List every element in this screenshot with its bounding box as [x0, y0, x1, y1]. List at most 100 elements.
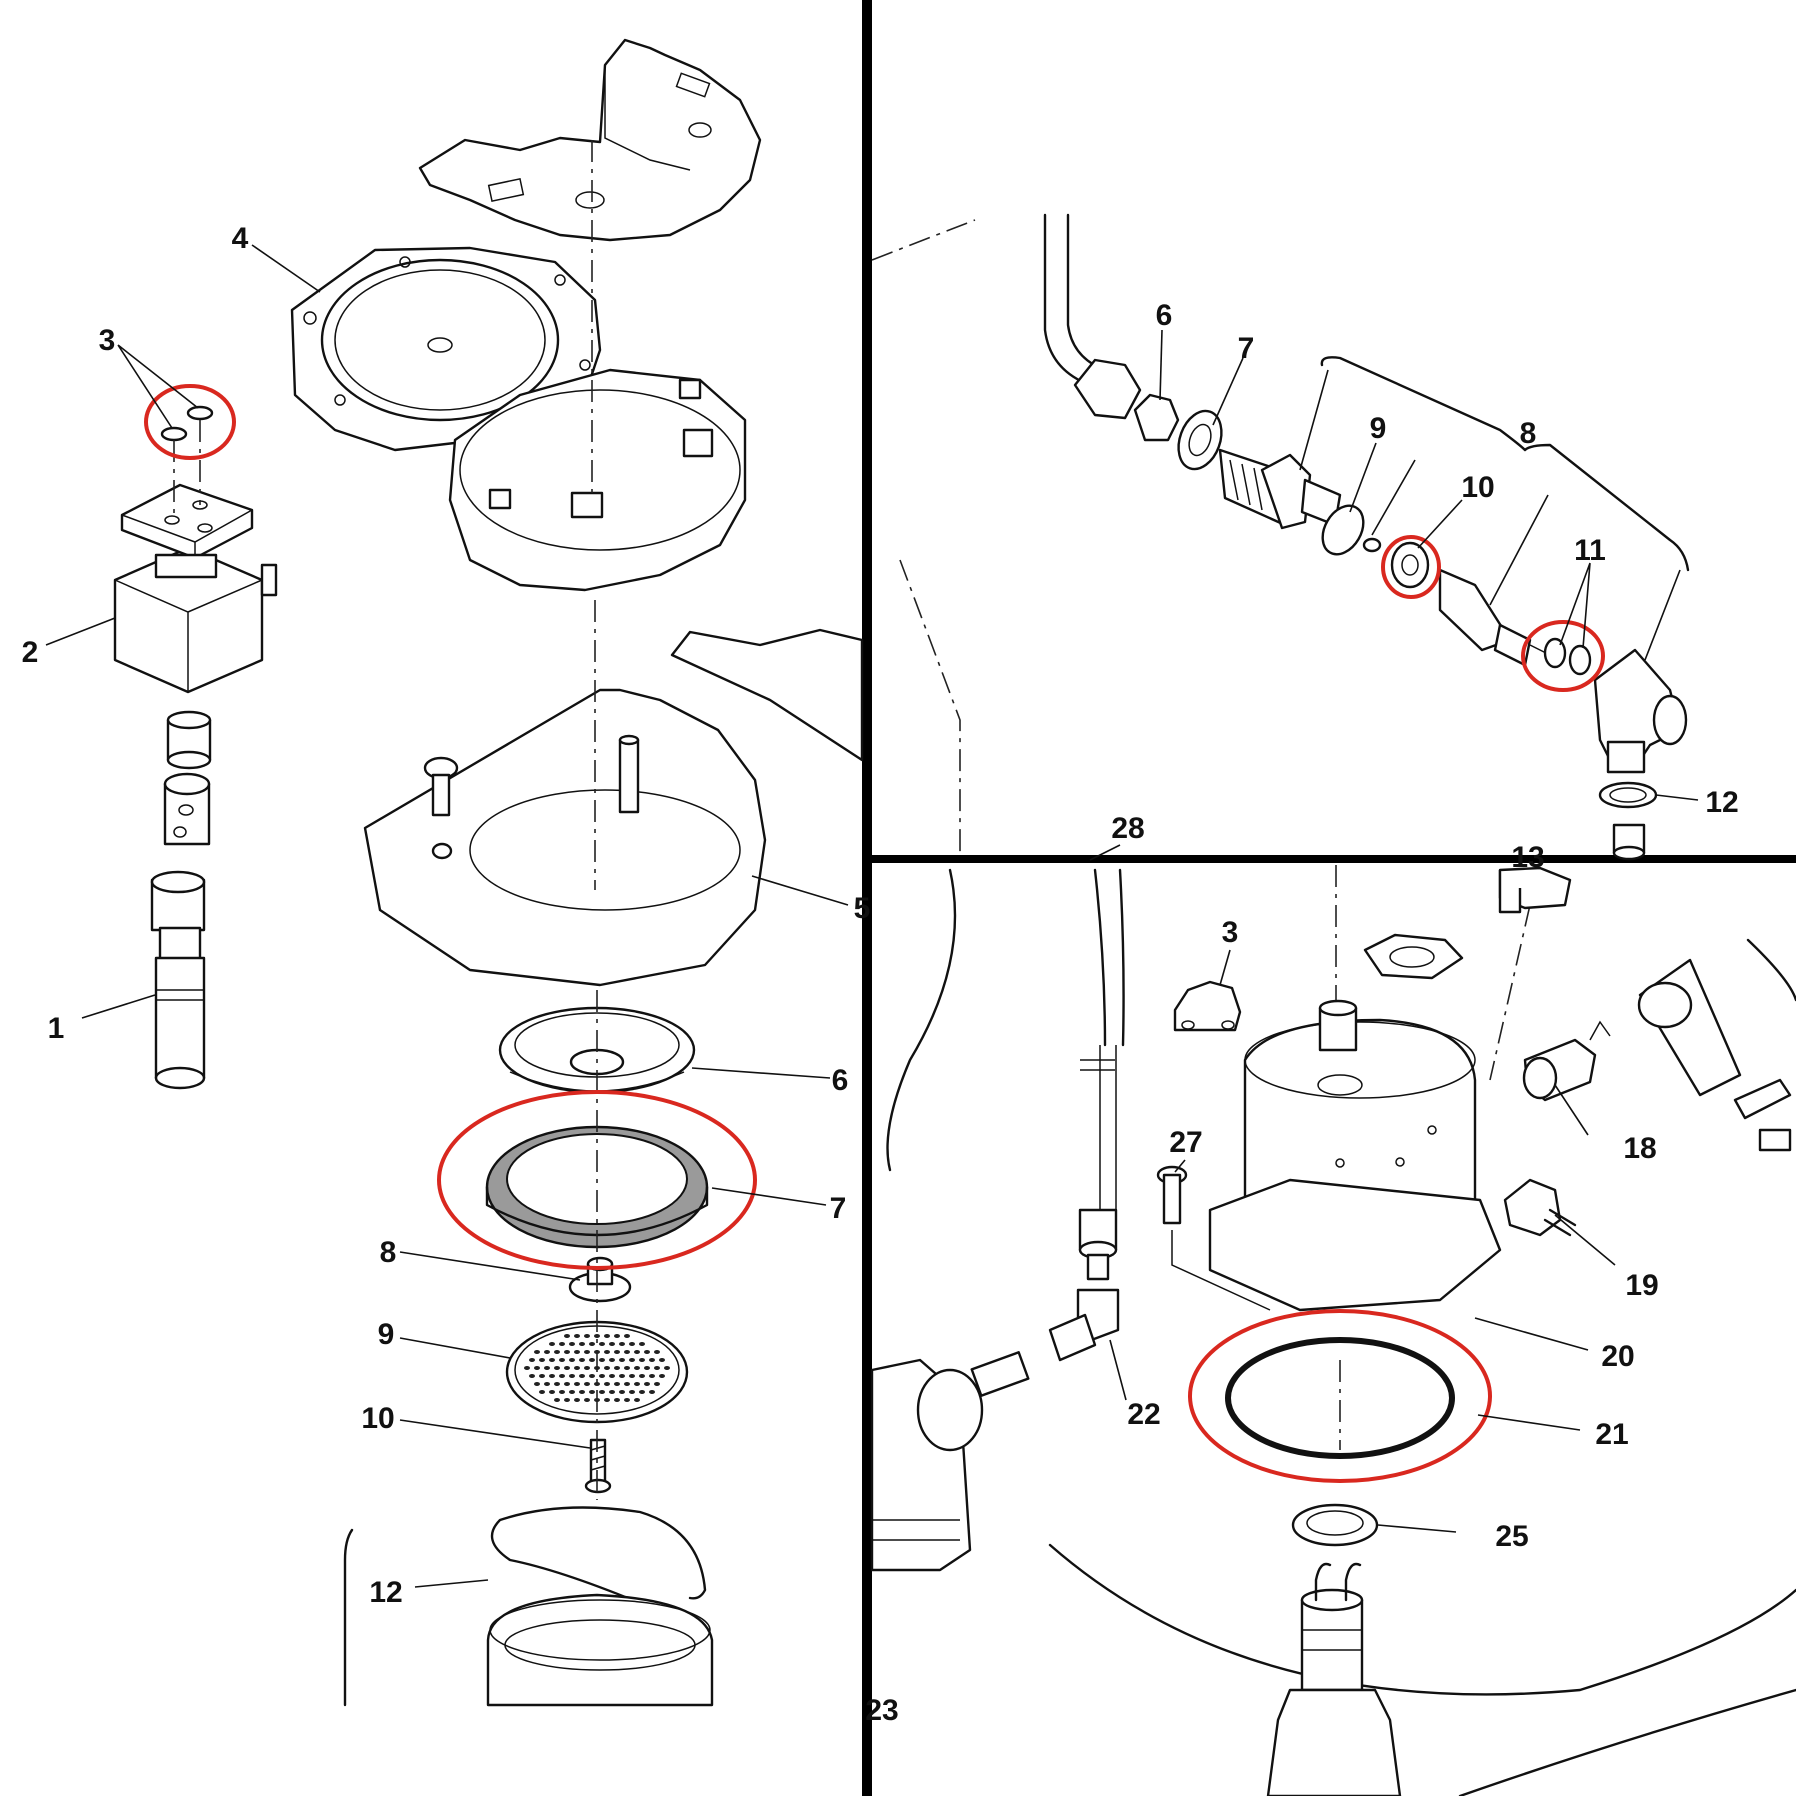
- screen-hole: [544, 1366, 550, 1370]
- screen-hole: [584, 1398, 590, 1402]
- screen-hole: [634, 1366, 640, 1370]
- screen-hole: [589, 1374, 595, 1378]
- screen-hole: [559, 1374, 565, 1378]
- screen-hole: [614, 1382, 620, 1386]
- screen-hole: [584, 1350, 590, 1354]
- screen-hole: [614, 1350, 620, 1354]
- screen-hole: [554, 1350, 560, 1354]
- screen-hole: [609, 1358, 615, 1362]
- threaded-nipple: [1218, 448, 1342, 530]
- screen-hole: [564, 1350, 570, 1354]
- screen-hole: [619, 1342, 625, 1346]
- shroud-screw: [423, 756, 459, 817]
- screen-hole: [634, 1382, 640, 1386]
- screen-hole: [649, 1374, 655, 1378]
- screen-hole: [559, 1342, 565, 1346]
- top-right-panel: [871, 213, 1690, 861]
- screen-hole: [604, 1398, 610, 1402]
- screen-hole: [639, 1358, 645, 1362]
- label-br-27: 27: [1169, 1126, 1202, 1159]
- screen-hole: [574, 1334, 580, 1338]
- highlight-br-21: [1188, 1309, 1492, 1483]
- screen-hole: [654, 1366, 660, 1370]
- screen-hole: [539, 1390, 545, 1394]
- label-left-5: 5: [854, 892, 871, 925]
- boiler: [1208, 999, 1502, 1312]
- screen-hole: [639, 1342, 645, 1346]
- screen-hole: [524, 1366, 530, 1370]
- screen-hole: [624, 1366, 630, 1370]
- group-gasket: [485, 1125, 709, 1249]
- label-tr-6: 6: [1156, 299, 1173, 332]
- screen-hole: [534, 1350, 540, 1354]
- label-left-1: 1: [48, 1012, 65, 1045]
- bracket-8: [1320, 356, 1690, 572]
- screen-hole: [534, 1382, 540, 1386]
- screen-hole: [579, 1342, 585, 1346]
- screen-hole: [619, 1390, 625, 1394]
- label-left-7: 7: [830, 1192, 847, 1225]
- screen-hole: [554, 1398, 560, 1402]
- screen-hole: [599, 1374, 605, 1378]
- screen-hole: [564, 1382, 570, 1386]
- callout-labels: 1 2 3 4 5 6 7 8 9 10 12 6 7 8 9 10 11 12…: [22, 222, 1739, 1727]
- screen-hole: [659, 1374, 665, 1378]
- fitting-18: [1522, 1020, 1611, 1102]
- screen-hole: [529, 1358, 535, 1362]
- screen-hole: [614, 1366, 620, 1370]
- label-br-20: 20: [1601, 1340, 1634, 1373]
- screen-hole: [619, 1358, 625, 1362]
- screen-hole: [604, 1382, 610, 1386]
- screen-hole: [564, 1334, 570, 1338]
- screen-hole: [614, 1334, 620, 1338]
- screen-hole: [599, 1358, 605, 1362]
- screen-hole: [579, 1374, 585, 1378]
- washer-10: [1390, 541, 1430, 589]
- label-br-19: 19: [1625, 1269, 1658, 1302]
- screen-hole: [589, 1342, 595, 1346]
- screen-hole: [534, 1366, 540, 1370]
- screen-hole: [629, 1358, 635, 1362]
- label-left-4: 4: [232, 222, 249, 255]
- screen-hole: [629, 1390, 635, 1394]
- screen-hole: [584, 1334, 590, 1338]
- shroud: [363, 688, 767, 987]
- screen-hole: [569, 1358, 575, 1362]
- screen-hole: [604, 1366, 610, 1370]
- label-tr-9: 9: [1370, 412, 1387, 445]
- o-ring-9: [1321, 504, 1365, 556]
- label-tr-8: 8: [1520, 417, 1537, 450]
- screen-hole: [629, 1374, 635, 1378]
- screen-hole: [554, 1366, 560, 1370]
- screen-hole: [624, 1334, 630, 1338]
- screen-hole: [584, 1382, 590, 1386]
- screen-hole: [564, 1366, 570, 1370]
- screen-hole: [569, 1390, 575, 1394]
- label-tr-13-partial: 13: [1511, 841, 1544, 874]
- solenoid-valve: [113, 483, 278, 694]
- label-left-8: 8: [380, 1236, 397, 1269]
- label-tr-10: 10: [1461, 471, 1494, 504]
- screen-hole: [624, 1350, 630, 1354]
- label-br-23-partial: 23: [865, 1694, 898, 1727]
- left-panel: [113, 38, 864, 1707]
- side-plate: [670, 628, 864, 762]
- screen-hole: [569, 1374, 575, 1378]
- label-br-18: 18: [1623, 1132, 1656, 1165]
- thermostat: [1173, 980, 1242, 1032]
- screen-hole: [544, 1382, 550, 1386]
- screen-hole: [574, 1350, 580, 1354]
- screen-hole: [604, 1334, 610, 1338]
- washer-25: [1291, 1503, 1379, 1547]
- elbow-fitting: [1593, 648, 1688, 774]
- panel-dividers: [862, 0, 1796, 1796]
- o-rings-11: [1543, 637, 1592, 676]
- screen-hole: [629, 1342, 635, 1346]
- screen-hole: [549, 1390, 555, 1394]
- screen-hole: [579, 1390, 585, 1394]
- screen-hole: [589, 1358, 595, 1362]
- screen-hole: [649, 1358, 655, 1362]
- screen-hole: [589, 1390, 595, 1394]
- screen-hole: [569, 1342, 575, 1346]
